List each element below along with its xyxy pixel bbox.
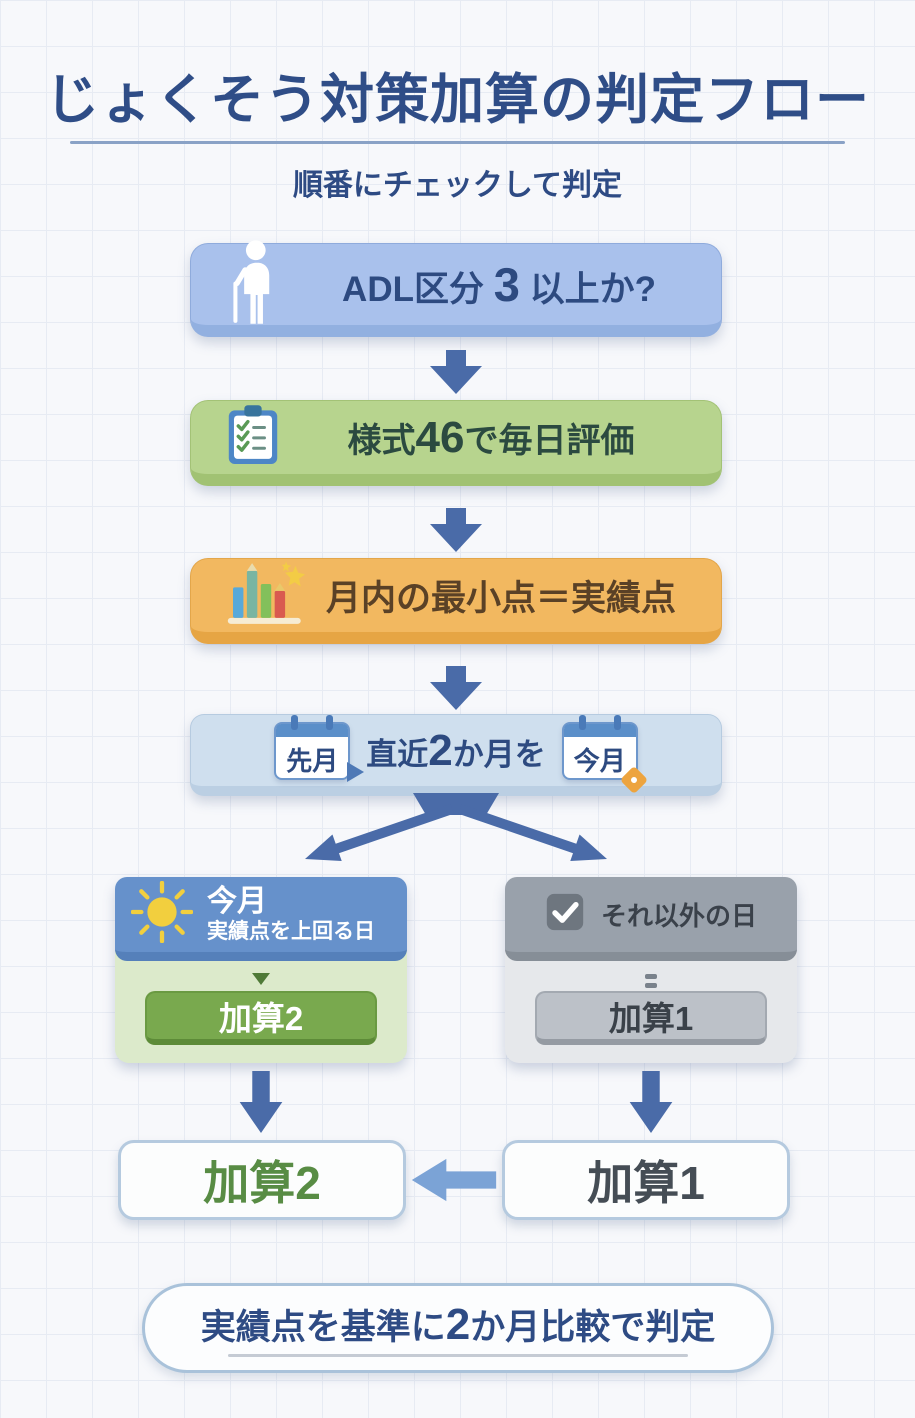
branch-left-texts: 今月 実績点を上回る日: [207, 885, 375, 944]
calendar-ring-icon: [578, 714, 586, 730]
down-arrow-icon: [430, 508, 482, 552]
footer-text-post: か月比較で判定: [470, 1308, 716, 1347]
clipboard-checklist-icon: [225, 403, 281, 472]
kasan1-badge: 加算1: [535, 991, 767, 1045]
branch-left-card: 今月 実績点を上回る日 加算2: [115, 877, 407, 1063]
step-adl-text: ADL区分 3 以上か?: [256, 257, 656, 312]
step-form-text: 様式46で毎日評価: [278, 413, 635, 463]
branch-right-card: それ以外の日 加算1: [505, 877, 797, 1063]
compare-number: 2: [428, 725, 453, 775]
calendar-ring-icon: [291, 714, 299, 730]
form-text-post: で毎日評価: [464, 421, 635, 460]
calendar-this-month: 今月: [561, 714, 648, 794]
branch-split-arrows: [305, 793, 607, 861]
adl-text-pre: ADL区分: [342, 270, 494, 309]
compare-text-post: か月を: [452, 736, 546, 772]
left-arrow-icon: [411, 1158, 497, 1202]
form-text-pre: 様式: [347, 421, 416, 460]
calendar-this-month-label: 今月: [573, 745, 626, 776]
down-arrow-icon: [239, 1071, 283, 1134]
footer-number: 2: [445, 1300, 471, 1349]
down-arrow-icon: [430, 350, 482, 394]
dotted-connector: [645, 974, 657, 979]
calendar-arrow-icon: [347, 761, 365, 782]
step-adl-box: ADL区分 3 以上か?: [190, 239, 722, 337]
branch-right-title: それ以外の日: [600, 901, 757, 931]
step-score-text: 月内の最小点＝実績点: [325, 579, 676, 618]
page-title: じょくそう対策加算の判定フロー: [45, 70, 870, 130]
sun-icon: [130, 880, 194, 948]
compare-text-pre: 直近: [366, 736, 429, 772]
branch-left-title: 今月: [207, 885, 267, 919]
calendar-header: [276, 723, 349, 737]
compare-row: 先月 直近2か月を 今月: [274, 714, 648, 794]
dotted-connector: [645, 983, 657, 988]
title-underline: [70, 141, 845, 144]
bar-chart-icon: [225, 560, 307, 631]
footer-text-pre: 実績点を基準に: [200, 1308, 446, 1347]
down-arrow-icon: [430, 666, 482, 710]
result-kasan1-box: 加算1: [502, 1140, 790, 1220]
connector-triangle-icon: [252, 973, 270, 985]
calendar-last-month-label: 先月: [286, 745, 339, 776]
result-kasan2-box: 加算2: [118, 1140, 406, 1220]
down-arrow-icon: [629, 1071, 673, 1134]
step-form-box: 様式46で毎日評価: [190, 400, 722, 486]
adl-number: 3: [493, 258, 520, 311]
form-number: 46: [415, 412, 465, 462]
footer-underline: [228, 1354, 688, 1357]
branch-left-header: 今月 実績点を上回る日: [115, 877, 407, 961]
footer-banner: 実績点を基準に2か月比較で判定: [142, 1283, 774, 1373]
checkbox-checked-icon: [545, 892, 585, 937]
person-with-cane-icon: [225, 239, 283, 330]
calendar-last-month: 先月: [274, 714, 365, 782]
footer-text: 実績点を基準に2か月比較で判定: [201, 1299, 716, 1350]
branch-right-header: それ以外の日: [505, 877, 797, 961]
calendar-ring-icon: [326, 714, 334, 730]
kasan2-badge: 加算2: [145, 991, 377, 1045]
calendar-header: [563, 723, 636, 737]
step-compare-box: 先月 直近2か月を 今月: [190, 714, 722, 796]
step-score-box: 月内の最小点＝実績点: [190, 558, 722, 644]
compare-text: 直近2か月を: [366, 726, 545, 776]
branch-left-subtitle: 実績点を上回る日: [207, 919, 375, 943]
page-subtitle: 順番にチェックして判定: [292, 169, 623, 202]
adl-text-post: 以上か?: [519, 270, 656, 309]
calendar-ring-icon: [613, 714, 621, 730]
